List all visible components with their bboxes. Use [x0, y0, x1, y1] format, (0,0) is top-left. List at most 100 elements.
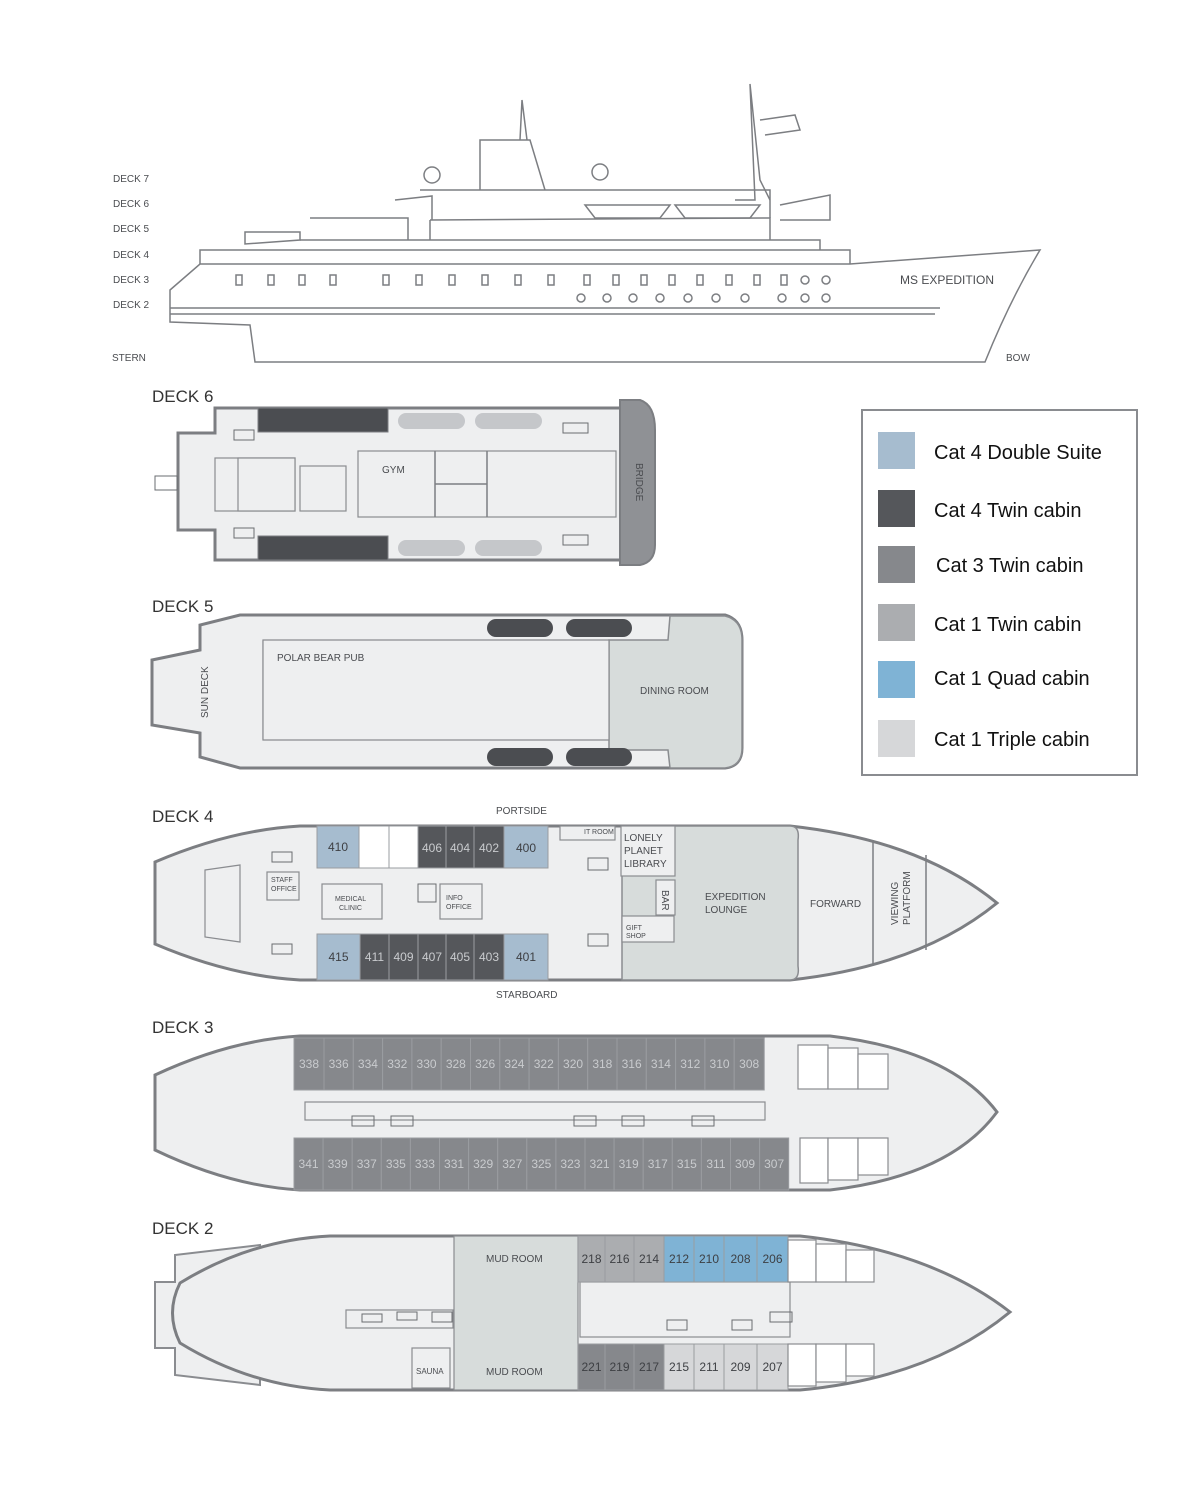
mud-room-area	[453, 1235, 579, 1391]
cabin-number-310: 310	[710, 1057, 730, 1071]
cabin-number-206: 206	[762, 1252, 782, 1266]
side-deck-label-5: DECK 5	[113, 224, 150, 235]
cabin-number-331: 331	[444, 1157, 464, 1171]
cabin-number-329: 329	[473, 1157, 493, 1171]
cabin-325	[526, 1137, 557, 1191]
cabin-number-207: 207	[762, 1360, 782, 1374]
lifeboat-rack-bottom	[257, 535, 389, 561]
lifeboat-1	[398, 413, 465, 429]
cabin-number-219: 219	[609, 1360, 629, 1374]
legend-swatch-cat1-twin	[878, 604, 915, 641]
legend-swatch-cat3-twin	[878, 546, 915, 583]
cabin-338	[293, 1037, 325, 1091]
mud-room-top-label: MUD ROOM	[486, 1254, 543, 1265]
cabin-404	[445, 825, 475, 869]
library-label-2: PLANET	[624, 846, 663, 857]
cabin-323	[555, 1137, 586, 1191]
bar-label: BAR	[659, 890, 670, 911]
legend-label-cat1-twin: Cat 1 Twin cabin	[934, 614, 1082, 636]
cabin-400	[503, 825, 549, 869]
legend-swatch-cat1-triple	[878, 720, 915, 757]
portside-label: PORTSIDE	[496, 806, 547, 817]
cabin-415	[316, 933, 361, 981]
cabin-336	[323, 1037, 354, 1091]
bow-label: BOW	[1006, 353, 1030, 364]
cabin-212	[663, 1235, 695, 1283]
legend: Cat 4 Double Suite Cat 4 Twin cabin Cat …	[861, 409, 1138, 776]
cabin-number-338: 338	[299, 1057, 319, 1071]
cabin-number-308: 308	[739, 1057, 759, 1071]
cabin-406	[417, 825, 447, 869]
cabin-number-415: 415	[328, 950, 348, 964]
medical-clinic-label-1: MEDICAL	[335, 896, 366, 903]
cabin-number-332: 332	[387, 1057, 407, 1071]
cabin-329	[468, 1137, 499, 1191]
side-portholes	[235, 274, 831, 303]
cabin-number-328: 328	[446, 1057, 466, 1071]
cabin-number-336: 336	[329, 1057, 349, 1071]
cabin-402	[473, 825, 505, 869]
sun-deck-label: SUN DECK	[200, 666, 211, 718]
ship-name-label: MS EXPEDITION	[900, 273, 994, 287]
lounge-label-2: LOUNGE	[705, 905, 748, 916]
cabin-307	[759, 1137, 790, 1191]
legend-box	[861, 409, 1138, 776]
forward-label: FORWARD	[810, 899, 861, 910]
cabin-332	[382, 1037, 413, 1091]
deck-5-title: DECK 5	[152, 597, 213, 616]
polar-bear-pub-label: POLAR BEAR PUB	[277, 653, 365, 664]
cabin-number-327: 327	[502, 1157, 522, 1171]
cabin-339	[322, 1137, 353, 1191]
cabin-333	[409, 1137, 440, 1191]
cabin-314	[645, 1037, 677, 1091]
cabin-number-341: 341	[299, 1157, 319, 1171]
deck-6-title: DECK 6	[152, 387, 213, 406]
it-room-label: IT ROOM	[584, 829, 614, 836]
cabin-401	[503, 933, 549, 981]
cabin-407	[417, 933, 447, 981]
cabin-number-211: 211	[699, 1360, 718, 1374]
cabin-number-409: 409	[393, 950, 413, 964]
cabin-number-319: 319	[619, 1157, 639, 1171]
side-deck-label-7: DECK 7	[113, 174, 150, 185]
lifeboat-d5-1	[487, 619, 553, 637]
side-deck-label-3: DECK 3	[113, 275, 150, 286]
cabin-number-339: 339	[328, 1157, 348, 1171]
cabin-328	[440, 1037, 472, 1091]
dining-room-area	[608, 615, 743, 769]
cabin-324	[499, 1037, 530, 1091]
info-office-label-2: OFFICE	[446, 904, 472, 911]
cabin-number-324: 324	[504, 1057, 524, 1071]
dining-room-label: DINING ROOM	[640, 686, 709, 697]
cabin-317	[642, 1137, 673, 1191]
cabin-number-326: 326	[475, 1057, 495, 1071]
cabin-number-315: 315	[677, 1157, 697, 1171]
lifeboat-d5-2	[566, 619, 632, 637]
cabin-number-411: 411	[365, 950, 384, 964]
cabin-409	[388, 933, 419, 981]
cabin-number-321: 321	[590, 1157, 610, 1171]
medical-clinic-label-2: CLINIC	[339, 905, 362, 912]
cabin-number-404: 404	[450, 841, 470, 855]
deck-4: DECK 4 PORTSIDE STARBOARD LONELY PLANET …	[152, 806, 1000, 1001]
library-label-1: LONELY	[624, 833, 663, 844]
cabin-number-334: 334	[358, 1057, 378, 1071]
cabin-number-403: 403	[479, 950, 499, 964]
bridge-label: BRIDGE	[633, 463, 644, 502]
cabin-number-318: 318	[592, 1057, 612, 1071]
cabin-number-307: 307	[764, 1157, 784, 1171]
cabin-number-216: 216	[609, 1252, 629, 1266]
cabin-number-407: 407	[422, 950, 442, 964]
cabin-number-317: 317	[648, 1157, 668, 1171]
deck-4-cabins-portside: 410	[316, 825, 419, 869]
cabin-221	[577, 1343, 606, 1391]
stern-label: STERN	[112, 353, 146, 364]
cabin-334	[352, 1037, 384, 1091]
cabin-number-323: 323	[560, 1157, 580, 1171]
side-deck-label-6: DECK 6	[113, 199, 150, 210]
cabin-number-314: 314	[651, 1057, 671, 1071]
